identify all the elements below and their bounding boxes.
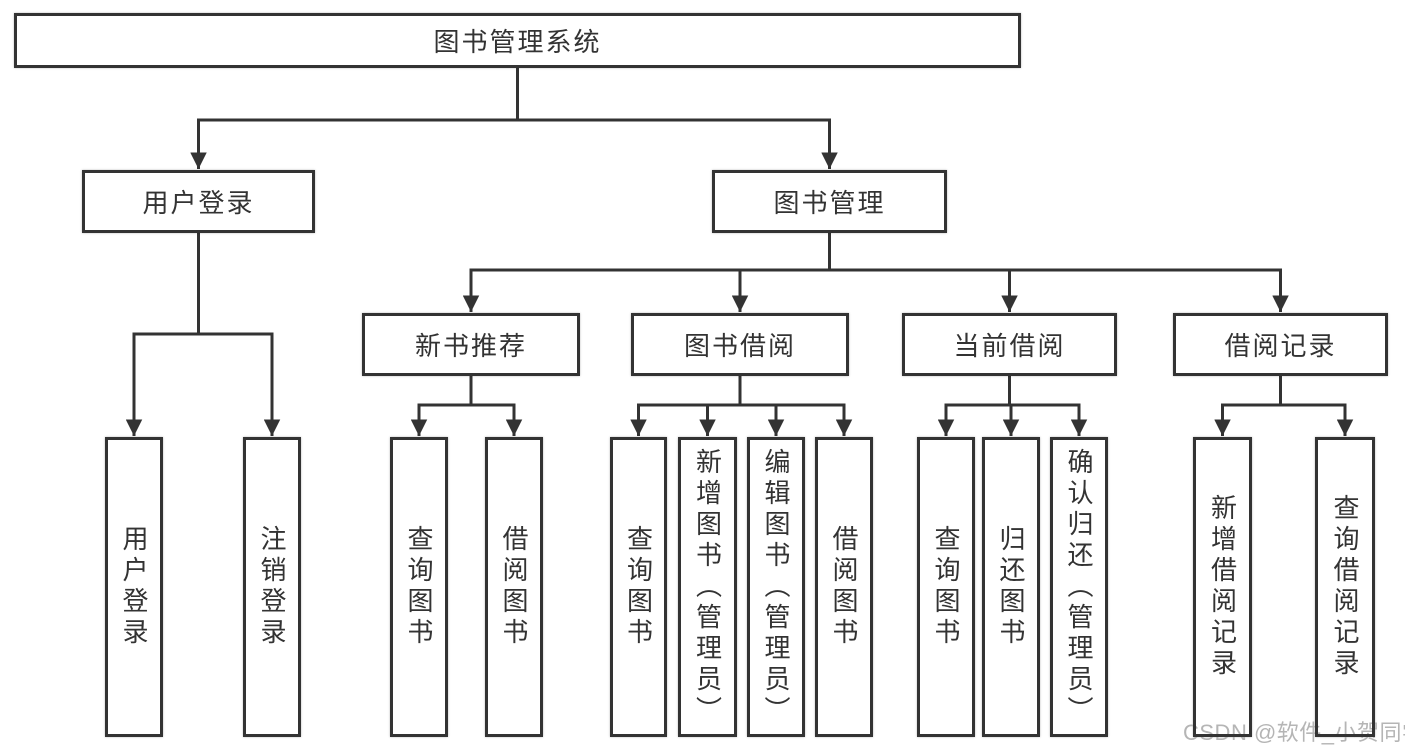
node-label: 用户登录 bbox=[119, 525, 149, 649]
connector-root-to-level2 bbox=[190, 68, 838, 169]
node-book-borrowing: 图书借阅 bbox=[631, 313, 849, 376]
node-label: 当前借阅 bbox=[953, 331, 1066, 361]
connector-records-to-leaves bbox=[1214, 376, 1354, 436]
node-label: 编辑图书（管理员） bbox=[761, 447, 791, 727]
connector-mgmt-to-level3 bbox=[462, 233, 1289, 312]
node-label: 查询图书 bbox=[404, 525, 434, 649]
node-leaf-add-books-admin: 新增图书（管理员） bbox=[678, 437, 737, 737]
node-leaf-logout: 注销登录 bbox=[243, 437, 301, 737]
node-user-login: 用户登录 bbox=[82, 170, 315, 233]
node-label: 新增借阅记录 bbox=[1207, 494, 1238, 680]
node-leaf-query-books-borrow: 查询图书 bbox=[610, 437, 667, 737]
node-leaf-confirm-return-admin: 确认归还（管理员） bbox=[1050, 437, 1108, 737]
node-label: 确认归还（管理员） bbox=[1064, 447, 1094, 727]
csdn-watermark: CSDN @软件_小贺同学 bbox=[1183, 720, 1405, 745]
node-leaf-user-login: 用户登录 bbox=[105, 437, 163, 737]
node-label: 查询图书 bbox=[623, 525, 654, 649]
node-label: 注销登录 bbox=[257, 525, 287, 649]
node-leaf-borrow-books: 借阅图书 bbox=[815, 437, 873, 737]
node-label: 图书管理系统 bbox=[433, 27, 602, 57]
node-borrowing-records: 借阅记录 bbox=[1173, 313, 1388, 376]
node-label: 借阅图书 bbox=[499, 525, 529, 649]
connector-borrow-to-leaves bbox=[630, 376, 853, 436]
node-label: 借阅记录 bbox=[1224, 331, 1337, 361]
node-label: 图书借阅 bbox=[683, 331, 796, 361]
node-label: 图书管理 bbox=[773, 188, 886, 218]
connector-current-to-leaves bbox=[937, 376, 1088, 436]
node-label: 查询借阅记录 bbox=[1330, 494, 1360, 680]
node-label: 借阅图书 bbox=[829, 525, 859, 649]
connector-newrec-to-leaves bbox=[410, 376, 523, 436]
node-label: 用户登录 bbox=[142, 188, 255, 218]
node-leaf-query-borrow-record: 查询借阅记录 bbox=[1315, 437, 1375, 737]
connector-login-to-leaves bbox=[125, 233, 281, 436]
node-current-borrowing: 当前借阅 bbox=[902, 313, 1117, 376]
node-leaf-add-borrow-record: 新增借阅记录 bbox=[1193, 437, 1252, 737]
node-label: 归还图书 bbox=[996, 525, 1026, 649]
node-leaf-query-books-current: 查询图书 bbox=[917, 437, 975, 737]
node-book-management: 图书管理 bbox=[712, 170, 947, 233]
node-library-system: 图书管理系统 bbox=[14, 13, 1021, 68]
node-new-book-recommendation: 新书推荐 bbox=[362, 313, 580, 376]
node-leaf-return-books: 归还图书 bbox=[982, 437, 1040, 737]
node-leaf-edit-books-admin: 编辑图书（管理员） bbox=[747, 437, 805, 737]
node-label: 新增图书（管理员） bbox=[692, 447, 723, 727]
node-label: 查询图书 bbox=[931, 525, 961, 649]
node-leaf-borrow-books-rec: 借阅图书 bbox=[485, 437, 543, 737]
node-label: 新书推荐 bbox=[414, 331, 527, 361]
node-leaf-query-books-rec: 查询图书 bbox=[390, 437, 448, 737]
